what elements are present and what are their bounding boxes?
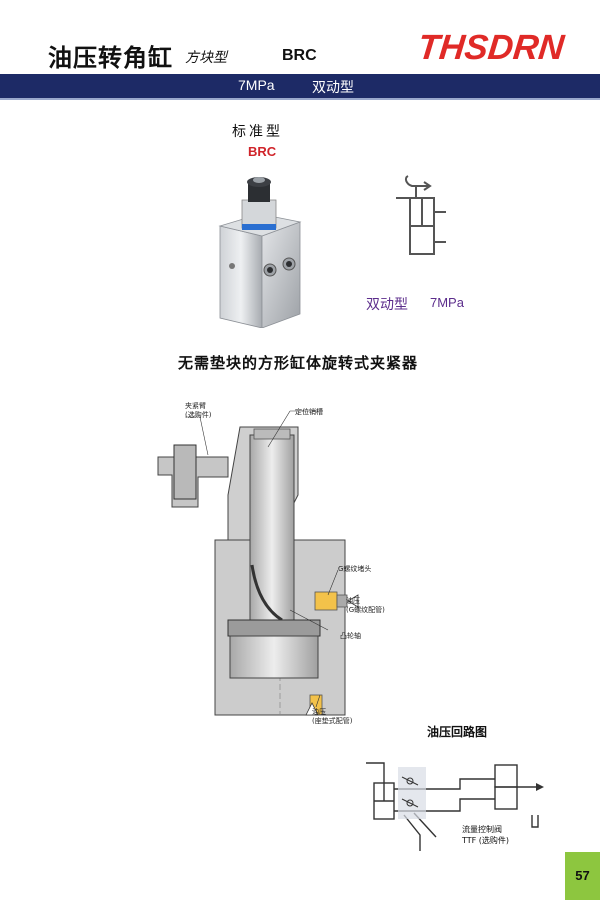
symbol-type: 双动型 — [366, 297, 408, 313]
callout-clamp-arm: 夹紧臂 (选购件) — [185, 402, 212, 419]
product-label: 标准型 — [232, 124, 283, 140]
cross-section-drawing — [157, 410, 359, 716]
flow-control-valve-label: 流量控制阀 — [462, 825, 502, 834]
callout-cam-shaft: 凸轮轴 — [340, 632, 361, 640]
brand-logo: THSDRN — [416, 28, 567, 67]
callout-g-plug: G螺纹堵头 — [338, 565, 372, 573]
hydraulic-circuit — [366, 762, 544, 851]
product-photo — [218, 177, 302, 328]
symbol-pressure: 7MPa — [430, 295, 464, 310]
circuit-ttf-label: 流量控制阀 TTF (选购件) — [462, 824, 509, 846]
callout-oil-seat: 油压 (座垫式配管) — [312, 708, 353, 725]
section-heading: 无需垫块的方形缸体旋转式夹紧器 — [178, 354, 419, 372]
double-acting-symbol — [396, 175, 446, 255]
model-code: BRC — [282, 47, 317, 64]
callout-locating-groove: 定位销槽 — [295, 408, 323, 416]
page-number-box — [565, 852, 600, 900]
page-subtitle: 方块型 — [185, 50, 227, 66]
page-number: 57 — [575, 868, 590, 883]
product-model: BRC — [248, 144, 277, 159]
page-title: 油压转角缸 — [48, 44, 173, 72]
circuit-title: 油压回路图 — [427, 725, 488, 739]
band-type: 双动型 — [312, 80, 354, 96]
header-band — [0, 74, 600, 98]
callout-oil-g: 油压 (G螺纹配管) — [346, 597, 385, 614]
header-band-line — [0, 98, 600, 100]
ttf-optional-label: TTF (选购件) — [462, 836, 510, 845]
band-pressure: 7MPa — [238, 77, 275, 93]
